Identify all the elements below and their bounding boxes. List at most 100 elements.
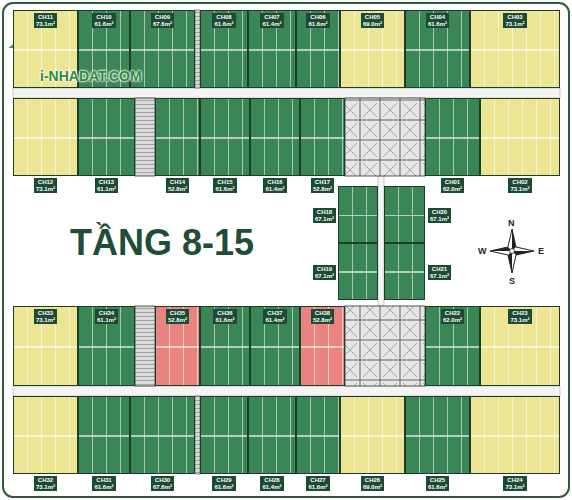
apartment-unit: CH3273.1m²: [13, 396, 78, 474]
unit-code: CH30: [153, 477, 172, 484]
unit-area: 67.6m²: [153, 484, 172, 491]
unit-code: CH35: [168, 310, 187, 317]
unit-code: CH10: [94, 14, 113, 21]
unit-code: CH12: [36, 179, 55, 186]
unit-area: 67.6m²: [153, 21, 172, 28]
elevator-core: [345, 306, 425, 386]
apartment-unit: CH1361.1m²: [78, 98, 135, 176]
unit-area: 62.0m²: [443, 186, 462, 193]
apartment-unit: CH1452.8m²: [155, 98, 200, 176]
unit-label: CH2473.1m²: [503, 476, 526, 491]
unit-code: CH15: [215, 179, 234, 186]
apartment-unit: CH2067.1m²: [384, 186, 425, 243]
apartment-unit: CH3761.4m²: [250, 306, 300, 386]
unit-code: CH20: [430, 209, 449, 216]
apartment-unit: CH2669.0m²: [340, 396, 405, 474]
unit-label: CH0967.6m²: [151, 13, 174, 28]
unit-area: 61.6m²: [94, 484, 113, 491]
apartment-unit: CH1561.6m²: [200, 98, 250, 176]
apartment-unit: CH0661.6m²: [296, 10, 340, 88]
unit-code: CH02: [510, 179, 529, 186]
unit-area: 61.6m²: [214, 21, 233, 28]
compass-letter: S: [509, 276, 515, 286]
apartment-unit: CH3852.8m²: [300, 306, 345, 386]
unit-area: 61.4m²: [265, 186, 284, 193]
apartment-unit: CH2373.1m²: [480, 306, 560, 386]
unit-code: CH28: [262, 477, 281, 484]
unit-code: CH31: [94, 477, 113, 484]
apartment-unit: CH0569.0m²: [340, 10, 405, 88]
compass-rose: [490, 229, 534, 273]
unit-area: 67.1m²: [430, 273, 449, 280]
unit-label: CH1867.1m²: [313, 208, 336, 223]
unit-area: 61.6m²: [428, 21, 447, 28]
unit-label: CH2669.0m²: [361, 476, 384, 491]
corridor: [13, 386, 560, 396]
apartment-unit: CH1661.4m²: [250, 98, 300, 176]
unit-code: CH33: [36, 310, 55, 317]
unit-label: CH0273.1m²: [508, 178, 531, 193]
unit-code: CH37: [265, 310, 284, 317]
unit-label: CH2761.6m²: [306, 476, 329, 491]
unit-area: 61.4m²: [262, 21, 281, 28]
unit-area: 52.8m²: [168, 186, 187, 193]
unit-area: 52.8m²: [313, 186, 332, 193]
unit-label: CH3461.1m²: [95, 309, 118, 324]
apartment-unit: CH1967.1m²: [338, 243, 378, 300]
apartment-unit: CH2561.6m²: [405, 396, 470, 474]
unit-label: CH3067.6m²: [151, 476, 174, 491]
unit-code: CH24: [505, 477, 524, 484]
unit-code: CH09: [153, 14, 172, 21]
unit-label: CH1361.1m²: [95, 178, 118, 193]
unit-label: CH2373.1m²: [508, 309, 531, 324]
unit-area: 73.1m²: [505, 21, 524, 28]
unit-area: 61.6m²: [308, 21, 327, 28]
unit-label: CH1061.6m²: [92, 13, 115, 28]
unit-code: CH13: [97, 179, 116, 186]
unit-label: CH0162.0m²: [441, 178, 464, 193]
unit-label: CH2861.4m²: [260, 476, 283, 491]
unit-area: 61.1m²: [97, 317, 116, 324]
unit-area: 61.6m²: [308, 484, 327, 491]
apartment-unit: CH2167.1m²: [384, 243, 425, 300]
unit-label: CH1967.1m²: [313, 265, 336, 280]
apartment-unit: CH0461.6m²: [405, 10, 470, 88]
apartment-unit: CH2761.6m²: [296, 396, 340, 474]
unit-area: 73.1m²: [36, 21, 55, 28]
apartment-unit: CH3552.8m²: [155, 306, 200, 386]
floor-title: TẦNG 8-15: [70, 222, 254, 264]
unit-code: CH26: [363, 477, 382, 484]
unit-label: CH3761.4m²: [263, 309, 286, 324]
unit-area: 69.0m²: [363, 484, 382, 491]
unit-area: 67.1m²: [315, 216, 334, 223]
unit-label: CH2167.1m²: [428, 265, 451, 280]
compass-letter: W: [478, 246, 487, 256]
unit-code: CH25: [428, 477, 447, 484]
unit-code: CH04: [428, 14, 447, 21]
unit-label: CH0761.4m²: [260, 13, 283, 28]
apartment-unit: CH1867.1m²: [338, 186, 378, 243]
staircase: [135, 306, 155, 386]
unit-code: CH27: [308, 477, 327, 484]
apartment-unit: CH3067.6m²: [130, 396, 195, 474]
unit-code: CH08: [214, 14, 233, 21]
unit-label: CH0861.6m²: [212, 13, 235, 28]
unit-label: CH3661.6m²: [213, 309, 236, 324]
unit-label: CH3373.1m²: [34, 309, 57, 324]
corridor: [13, 88, 560, 98]
frame: [3, 3, 569, 497]
unit-area: 73.1m²: [510, 186, 529, 193]
unit-area: 61.6m²: [215, 317, 234, 324]
unit-area: 61.6m²: [215, 186, 234, 193]
unit-area: 61.6m²: [94, 21, 113, 28]
unit-code: CH17: [313, 179, 332, 186]
unit-label: CH3552.8m²: [166, 309, 189, 324]
unit-code: CH32: [36, 477, 55, 484]
apartment-unit: CH0162.0m²: [425, 98, 480, 176]
unit-code: CH06: [308, 14, 327, 21]
elevator-core: [345, 98, 425, 176]
apartment-unit: CH3161.6m²: [78, 396, 130, 474]
unit-label: CH1561.6m²: [213, 178, 236, 193]
unit-label: CH1661.4m²: [263, 178, 286, 193]
unit-code: CH03: [505, 14, 524, 21]
